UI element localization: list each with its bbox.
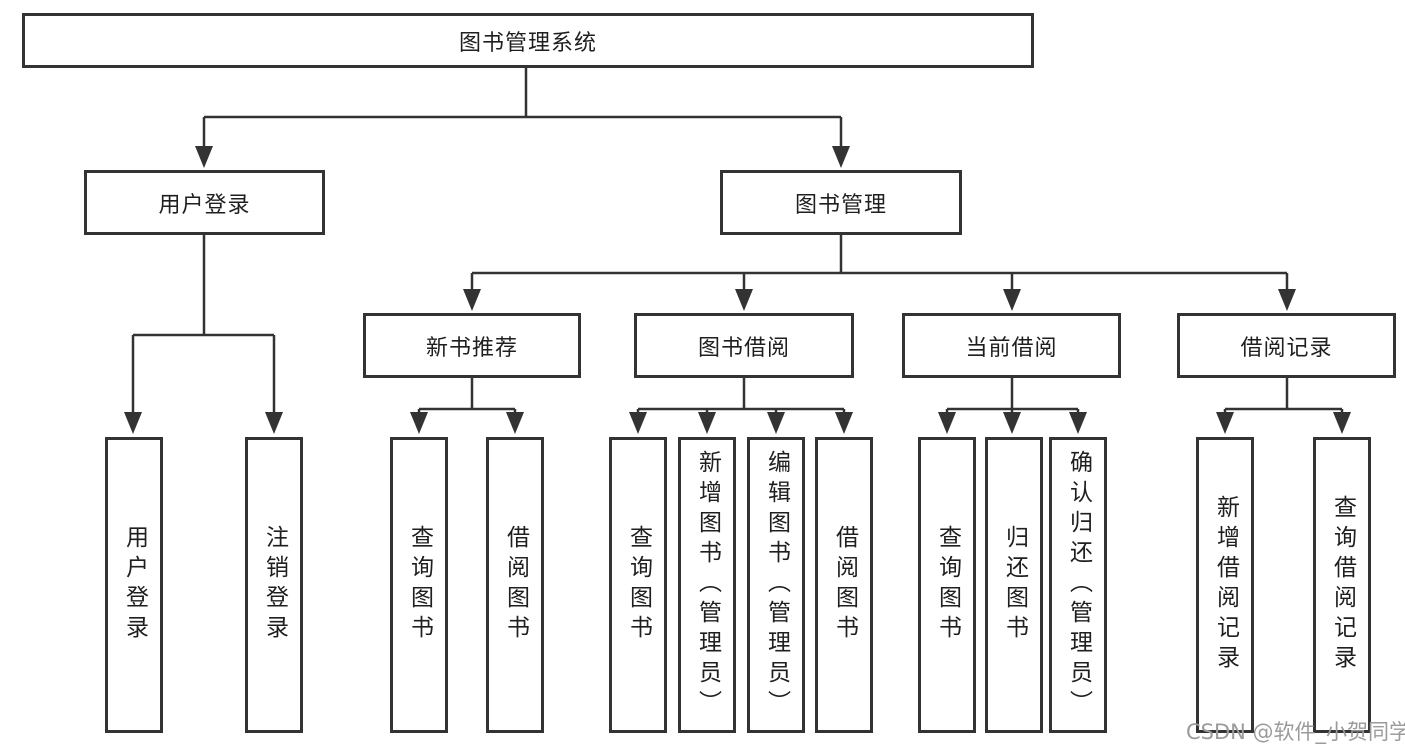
leaf-nbr-query-books-label: 查询图书 <box>406 525 433 645</box>
node-new-book-recommendation-label: 新书推荐 <box>425 335 518 361</box>
leaf-bb-edit-books-admin-label: 编辑图书（管理员） <box>763 450 790 720</box>
node-user-login: 用户登录 <box>84 170 325 235</box>
leaf-nbr-borrow-books-label: 借阅图书 <box>502 525 529 645</box>
leaf-bb-add-books-admin-label: 新增图书（管理员） <box>694 450 721 720</box>
node-book-management: 图书管理 <box>720 170 962 235</box>
node-new-book-recommendation: 新书推荐 <box>363 313 581 378</box>
csdn-watermark: CSDN @软件_小贺同学 <box>1186 720 1405 744</box>
leaf-logout: 注销登录 <box>245 437 303 733</box>
leaf-br-query-record-label: 查询借阅记录 <box>1329 495 1356 675</box>
leaf-user-login: 用户登录 <box>105 437 163 733</box>
node-current-borrowing-label: 当前借阅 <box>965 335 1058 361</box>
leaf-cb-query-books: 查询图书 <box>918 437 976 733</box>
leaf-cb-return-books-label: 归还图书 <box>1001 525 1028 645</box>
leaf-cb-confirm-return-admin-label: 确认归还（管理员） <box>1065 450 1092 720</box>
leaf-bb-add-books-admin: 新增图书（管理员） <box>678 437 736 733</box>
leaf-user-login-label: 用户登录 <box>121 525 148 645</box>
leaf-cb-return-books: 归还图书 <box>985 437 1043 733</box>
node-borrowing-records-label: 借阅记录 <box>1240 335 1333 361</box>
leaf-logout-label: 注销登录 <box>261 525 288 645</box>
leaf-cb-query-books-label: 查询图书 <box>934 525 961 645</box>
node-book-management-label: 图书管理 <box>794 192 887 218</box>
leaf-br-add-record: 新增借阅记录 <box>1196 437 1254 733</box>
node-book-borrowing-label: 图书借阅 <box>697 335 790 361</box>
leaf-nbr-query-books: 查询图书 <box>390 437 448 733</box>
node-user-login-label: 用户登录 <box>158 192 251 218</box>
leaf-bb-borrow-books: 借阅图书 <box>815 437 873 733</box>
leaf-br-query-record: 查询借阅记录 <box>1313 437 1371 733</box>
node-library-management-system: 图书管理系统 <box>22 13 1034 68</box>
leaf-bb-borrow-books-label: 借阅图书 <box>831 525 858 645</box>
node-borrowing-records: 借阅记录 <box>1177 313 1396 378</box>
leaf-nbr-borrow-books: 借阅图书 <box>486 437 544 733</box>
leaf-bb-edit-books-admin: 编辑图书（管理员） <box>747 437 805 733</box>
leaf-cb-confirm-return-admin: 确认归还（管理员） <box>1049 437 1107 733</box>
leaf-bb-query-books: 查询图书 <box>609 437 667 733</box>
leaf-bb-query-books-label: 查询图书 <box>625 525 652 645</box>
node-current-borrowing: 当前借阅 <box>902 313 1121 378</box>
arrowheads <box>124 146 1351 434</box>
node-book-borrowing: 图书借阅 <box>634 313 854 378</box>
leaf-br-add-record-label: 新增借阅记录 <box>1212 495 1239 675</box>
node-library-management-system-label: 图书管理系统 <box>458 30 597 56</box>
